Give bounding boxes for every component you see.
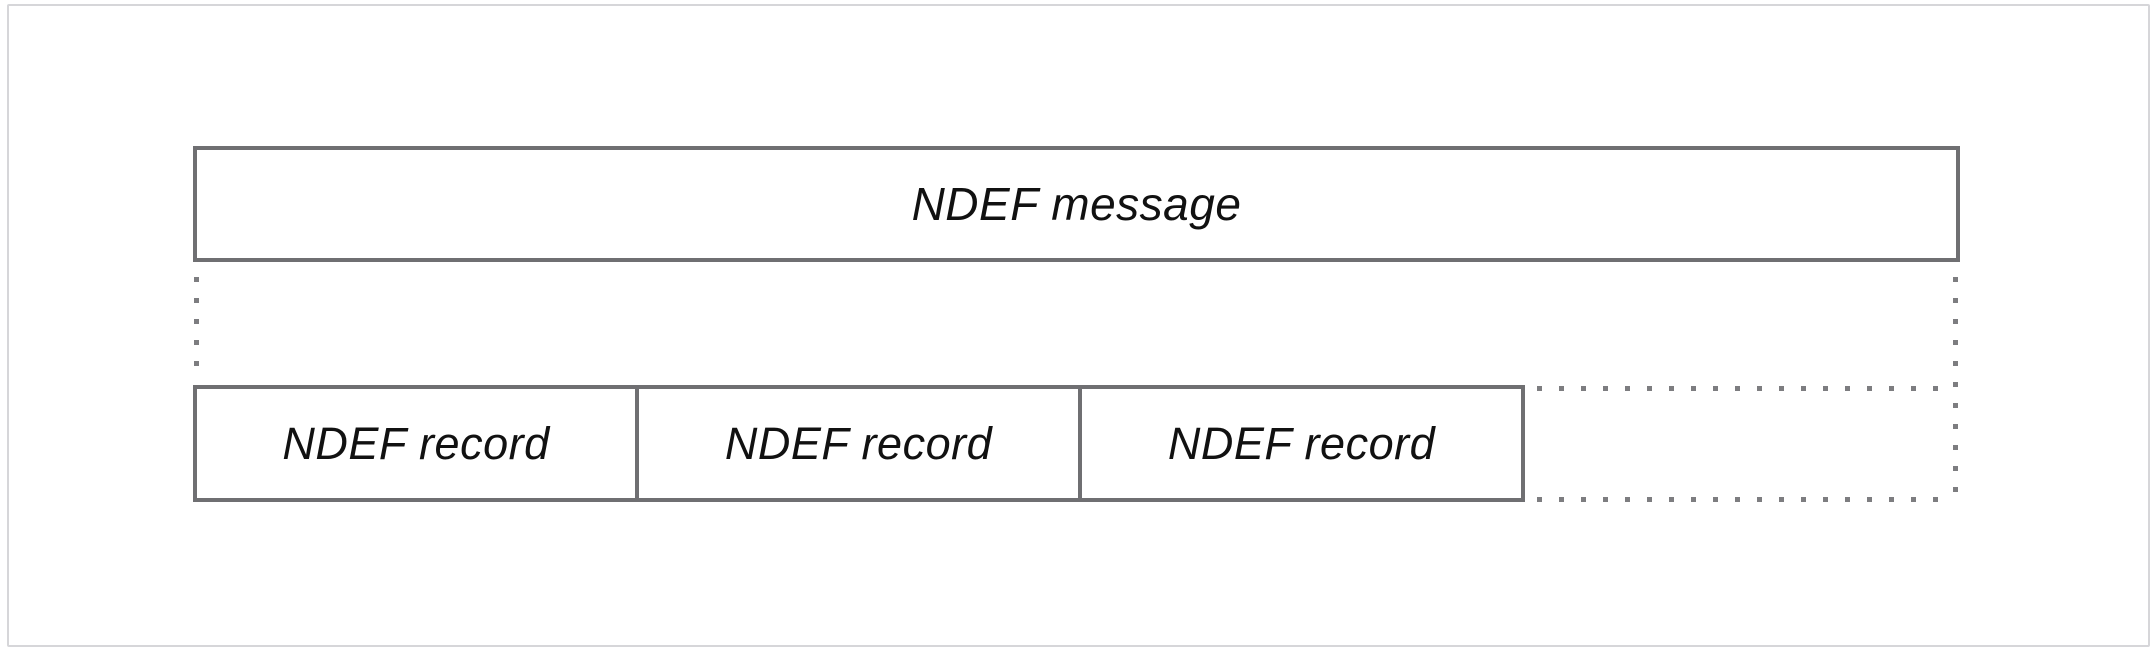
ndef-record-label: NDEF record [724, 417, 993, 469]
ndef-records-row: NDEF record NDEF record NDEF record [193, 385, 1525, 502]
ndef-message-box: NDEF message [193, 146, 1960, 262]
dotted-connector-record-bottom [1537, 497, 1953, 502]
ndef-record-label: NDEF record [1167, 417, 1436, 469]
ndef-message-label: NDEF message [911, 178, 1242, 230]
ndef-record-box: NDEF record [1078, 385, 1525, 502]
ndef-record-box: NDEF record [193, 385, 639, 502]
outer-frame-border [7, 4, 2150, 647]
dotted-connector-right [1953, 277, 1958, 503]
dotted-connector-left [194, 277, 199, 377]
dotted-connector-record-top [1537, 386, 1953, 391]
ndef-record-box: NDEF record [635, 385, 1082, 502]
ndef-record-label: NDEF record [282, 417, 550, 469]
